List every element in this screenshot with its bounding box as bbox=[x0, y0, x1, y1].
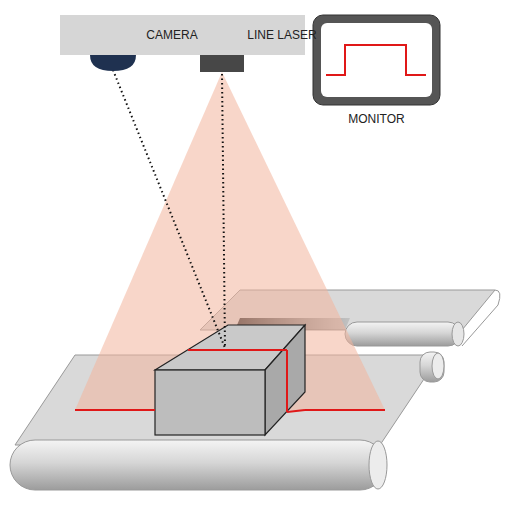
object-box bbox=[155, 325, 305, 435]
device-caption: MONITOR bbox=[348, 112, 404, 126]
monitor bbox=[313, 15, 440, 105]
sensor-heads bbox=[60, 55, 305, 115]
sensor-bar: CAMERALINE LASER bbox=[60, 15, 305, 55]
device-label: CAMERA bbox=[146, 28, 197, 42]
sight-line bbox=[113, 70, 225, 348]
laser-fan bbox=[75, 72, 385, 410]
laser-head bbox=[200, 55, 244, 72]
lower-conveyor bbox=[10, 352, 444, 490]
monitor: MONITOR bbox=[313, 15, 440, 105]
camera-lens bbox=[90, 55, 136, 71]
laser-line bbox=[75, 350, 385, 412]
device-label: LINE LASER bbox=[247, 28, 316, 42]
